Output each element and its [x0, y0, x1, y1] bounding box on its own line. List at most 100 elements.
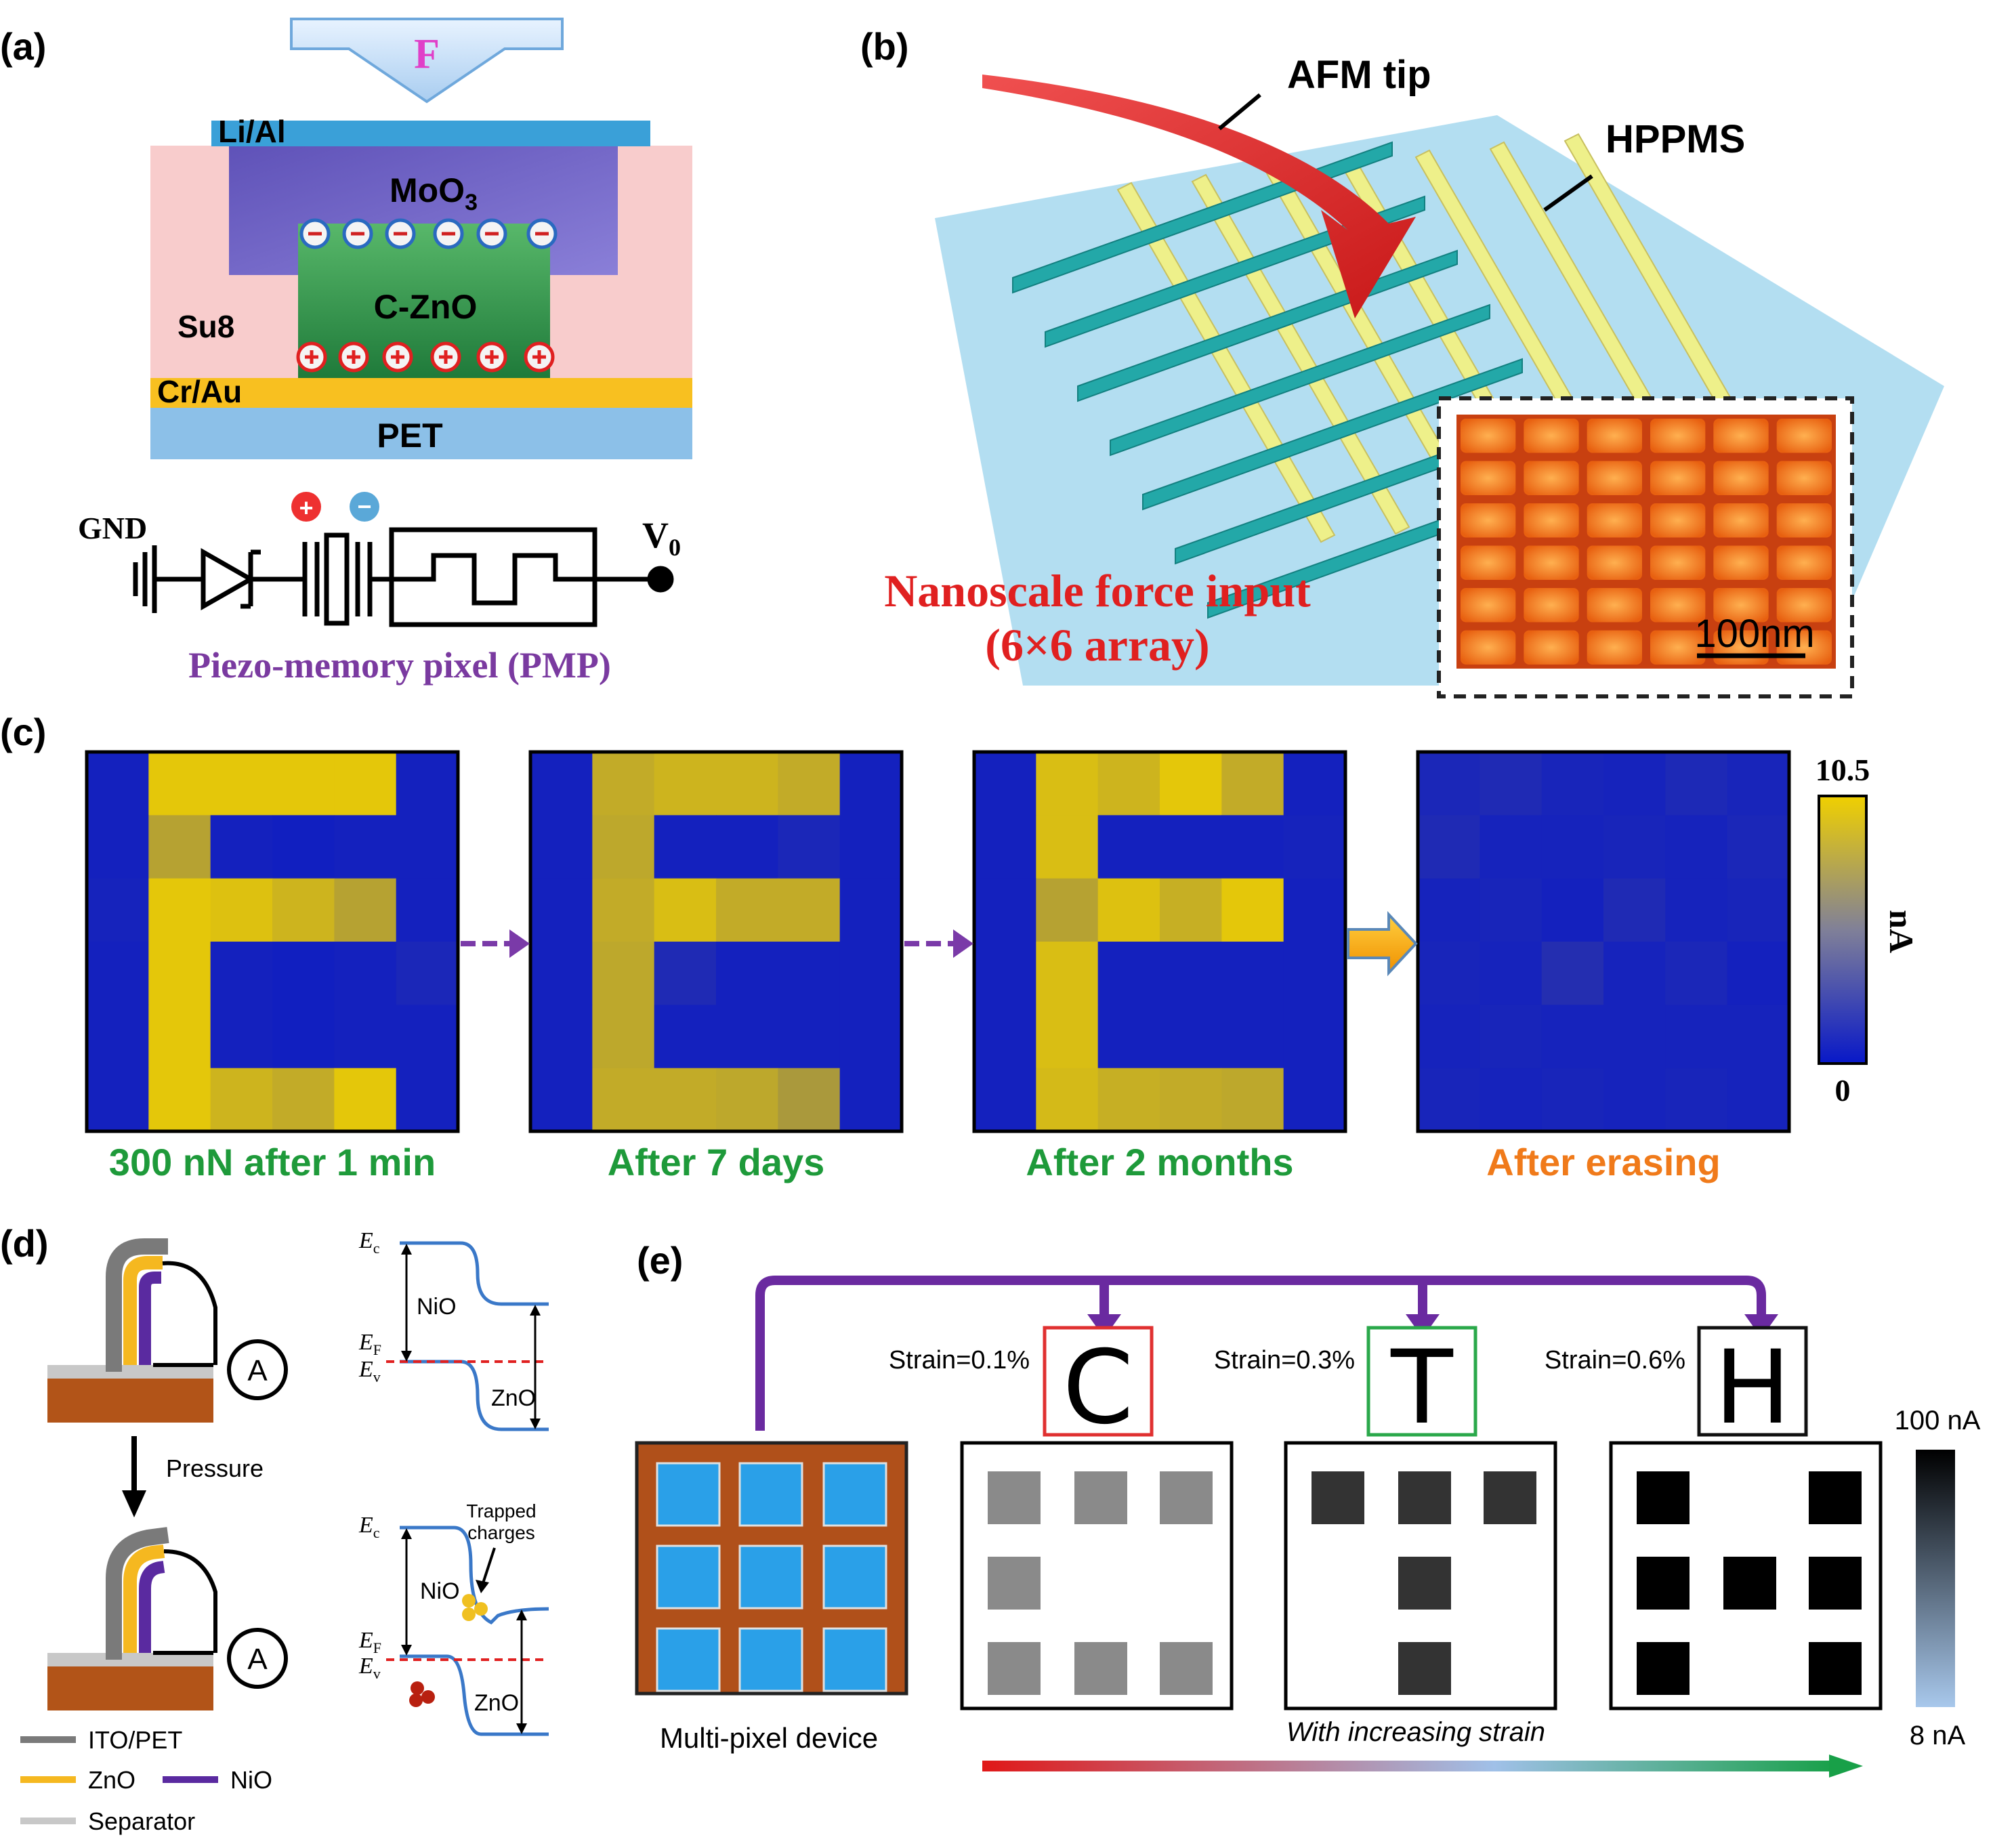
heatmap-cell: [1727, 878, 1790, 942]
inset-cell: [1713, 503, 1769, 538]
heatmap-cell: [210, 815, 273, 879]
device-pixel: [822, 1462, 887, 1527]
heatmap-cell: [654, 1068, 717, 1132]
distribution-line: [755, 1276, 1766, 1431]
heatmap-cell: [1036, 942, 1099, 1005]
heatmap-cell: [974, 1068, 1036, 1132]
heatmap-cell: [1727, 1005, 1790, 1069]
pixel-map-cell: [1074, 1642, 1127, 1695]
heatmap-cell: [210, 752, 273, 816]
heatmap-cell: [1221, 752, 1284, 816]
transition-arrow-1: [461, 929, 530, 958]
svg-text:NiO: NiO: [420, 1578, 460, 1604]
panel-b: (b) AFM tip HPPMS Nanoscale force input …: [860, 25, 1944, 698]
pmp-caption: Piezo-memory pixel (PMP): [188, 645, 611, 686]
heatmap: After 7 days: [528, 750, 904, 1183]
heatmap-cell: [1603, 752, 1666, 816]
strain-label: Strain=0.6%: [1545, 1346, 1685, 1374]
heatmap-cell: [1480, 752, 1543, 816]
heatmap-cell: [1036, 815, 1099, 879]
heatmap-cell: [334, 752, 397, 816]
svg-text:EF: EF: [358, 1330, 381, 1358]
heatmap-cell: [1727, 752, 1790, 816]
panel-e-label: (e): [637, 1239, 683, 1282]
circuit-plus-charge: +: [291, 492, 321, 522]
heatmap-cell: [839, 1005, 902, 1069]
heatmap-cell: [148, 1005, 211, 1069]
panel-d-label: (d): [0, 1222, 49, 1265]
inset-cell: [1587, 461, 1642, 495]
inset-cell: [1713, 588, 1769, 623]
heatmap-cell: [654, 752, 717, 816]
heatmap-cell: [592, 942, 655, 1005]
circuit-minus-charge: −: [350, 492, 379, 522]
heatmap-cell: [1418, 1068, 1480, 1132]
heatmap-cell: [592, 752, 655, 816]
moo3-label: MoO3: [390, 171, 478, 215]
colorbar-unit: nA: [1883, 910, 1921, 953]
inset-cell: [1587, 588, 1642, 623]
heatmap-cell: [1097, 878, 1160, 942]
inset-cell: [1776, 588, 1832, 623]
heatmap-cell: [716, 815, 778, 879]
heatmap-cell: [1283, 1068, 1346, 1132]
letter-panel: Strain=0.3%T: [1214, 1326, 1557, 1710]
panel-d-legend: ITO/PET ZnO NiO Separator: [20, 1726, 272, 1835]
panel-b-label: (b): [860, 25, 909, 68]
heatmap-cell: [1418, 1005, 1480, 1069]
heatmap-cell: [1541, 1068, 1604, 1132]
inset-cell: [1650, 588, 1706, 623]
heatmap-cell: [396, 942, 459, 1005]
heatmap-cell: [1727, 1068, 1790, 1132]
heatmap-cell: [654, 815, 717, 879]
heatmap-cell: [974, 815, 1036, 879]
heatmap-cell: [530, 815, 593, 879]
heatmap-cell: [87, 878, 149, 942]
cr-au-label: Cr/Au: [157, 374, 242, 409]
heatmap-cell: [1480, 942, 1543, 1005]
pixel-map-cell: [988, 1557, 1041, 1610]
heatmap-cell: [396, 878, 459, 942]
svg-text:Separator: Separator: [88, 1807, 195, 1835]
heatmap-cell: [592, 1005, 655, 1069]
heatmap-cell: [334, 1068, 397, 1132]
inset-cell: [1461, 545, 1516, 580]
svg-text:ZnO: ZnO: [491, 1385, 536, 1411]
heatmap-cell: [1221, 942, 1284, 1005]
pixel-map-cell: [1809, 1642, 1862, 1695]
pixel-map-cell: [988, 1642, 1041, 1695]
negative-charge: [299, 218, 331, 249]
heatmap-cell: [1727, 942, 1790, 1005]
pixel-map-cell: [1809, 1557, 1862, 1610]
heatmap-cell: [1221, 1005, 1284, 1069]
heatmap-cell: [530, 1005, 593, 1069]
pixel-map-cell: [1074, 1471, 1127, 1524]
su8-label: Su8: [177, 309, 234, 344]
heatmap-cell: [334, 1005, 397, 1069]
heatmap-cell: [87, 942, 149, 1005]
li-al-electrode: [211, 121, 650, 146]
pixel-map-cell: [1160, 1642, 1213, 1695]
svg-text:ITO/PET: ITO/PET: [88, 1726, 182, 1754]
panel-a: (a) F Li/Al MoO3 C-ZnO Su8 Cr/Au PET GND: [0, 18, 692, 686]
inset-cell: [1524, 461, 1579, 495]
force-input-label: Nanoscale force input: [884, 565, 1311, 616]
heatmap-cell: [1480, 878, 1543, 942]
heatmap: After erasing: [1416, 750, 1791, 1183]
letter-box: [1366, 1326, 1477, 1437]
top-electrode-line: [1142, 358, 1523, 511]
top-electrode-line: [1110, 303, 1490, 457]
letter-glyph: H: [1715, 1329, 1791, 1447]
heatmap-caption: After 2 months: [1026, 1141, 1293, 1183]
heatmap-cell: [210, 878, 273, 942]
positive-charge: [338, 341, 369, 373]
positive-charges: [296, 341, 555, 373]
heatmap-cell: [1480, 1068, 1543, 1132]
heatmap-cell: [1221, 878, 1284, 942]
panel-d: (d) A Pressure A: [0, 1222, 549, 1835]
negative-charge: [433, 218, 464, 249]
heatmap-cell: [148, 752, 211, 816]
svg-text:A: A: [247, 1643, 268, 1676]
device-caption: Multi-pixel device: [660, 1722, 878, 1754]
heatmap-cell: [1160, 878, 1222, 942]
